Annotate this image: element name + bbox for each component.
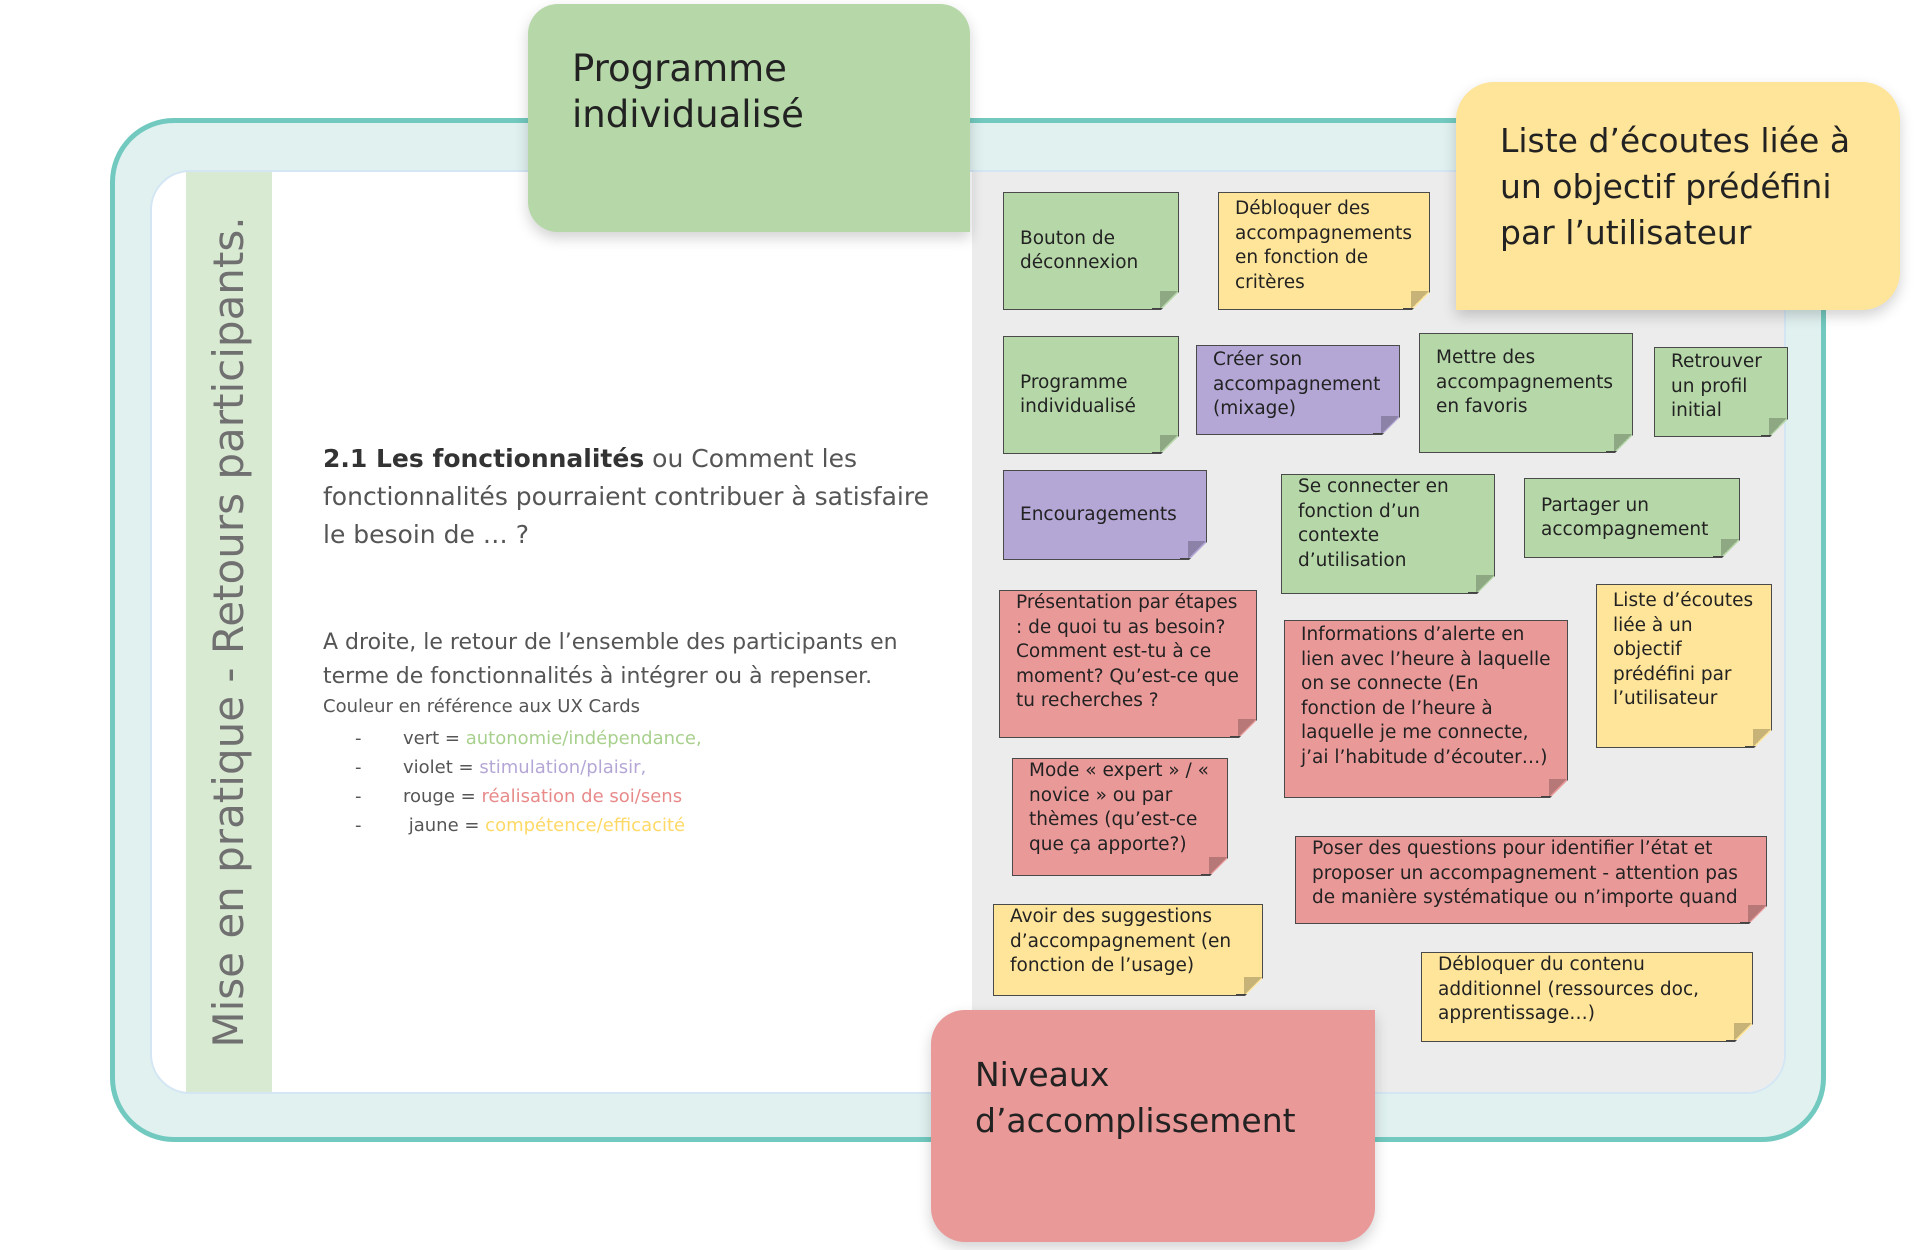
sticky-note-text: Retrouver un profil initial [1671,351,1762,421]
sticky-note: Encouragements [1003,470,1207,560]
vertical-band [186,172,272,1092]
legend-dash: - [355,728,362,749]
sticky-note-text: Programme individualisé [1020,371,1136,417]
question-rest: ou Comment les fonctionnalités pourraien… [323,444,929,549]
sticky-note: Partager un accompagnement [1524,478,1740,558]
legend-label: jaune = [403,815,486,836]
legend-label: rouge = [403,786,482,807]
legend-title: Couleur en référence aux UX Cards [323,696,640,717]
sticky-note: Créer son accompagnement (mixage) [1196,345,1400,435]
sticky-note: Bouton de déconnexion [1003,192,1179,310]
callout-liste-ecoutes: Liste d’écoutes liée à un objectif prédé… [1456,82,1900,310]
sticky-note: Avoir des suggestions d’accompagnement (… [993,904,1263,996]
sticky-note: Mode « expert » / « novice » ou par thèm… [1012,758,1228,876]
legend-meaning: compétence/efficacité [485,815,686,836]
sticky-note: Programme individualisé [1003,336,1179,454]
sticky-note-text: Débloquer des accompagnements en fonctio… [1235,198,1412,293]
sticky-note-text: Bouton de déconnexion [1020,227,1139,273]
sticky-note: Débloquer du contenu additionnel (ressou… [1421,952,1753,1042]
sticky-note-text: Avoir des suggestions d’accompagnement (… [1010,906,1232,976]
sticky-note-text: Informations d’alerte en lien avec l’heu… [1301,624,1551,768]
legend-meaning: autonomie/indépendance, [465,728,702,749]
vertical-title: Mise en pratique - Retours participants. [204,216,253,1048]
sticky-note: Retrouver un profil initial [1654,347,1788,437]
legend-dash: - [355,757,362,778]
legend-label: vert = [403,728,466,749]
sticky-note: Présentation par étapes : de quoi tu as … [999,590,1257,738]
color-legend: - vert = autonomie/indépendance, - violet … [355,724,702,840]
sticky-note: Se connecter en fonction d’un contexte d… [1281,474,1495,594]
sticky-note-text: Débloquer du contenu additionnel (ressou… [1438,954,1700,1024]
sticky-note-text: Créer son accompagnement (mixage) [1213,349,1381,419]
question-bold: 2.1 Les fonctionnalités [323,444,645,473]
question-text: 2.1 Les fonctionnalités ou Comment les f… [323,440,943,554]
legend-label: violet = [403,757,480,778]
sticky-note-text: Liste d’écoutes liée à un objectif prédé… [1613,590,1754,709]
callout-niveaux-accomplissement: Niveaux d’accomplissement [931,1010,1375,1242]
sticky-note-text: Mettre des accompagnements en favoris [1436,347,1613,417]
legend-row-violet: - violet = stimulation/plaisir, [355,753,702,782]
sticky-note: Poser des questions pour identifier l’ét… [1295,836,1767,924]
sticky-note-text: Encouragements [1020,503,1177,525]
callout-programme-individualise: Programme individualisé [528,4,970,232]
sticky-note: Débloquer des accompagnements en fonctio… [1218,192,1430,310]
legend-row-jaune: - jaune = compétence/efficacité [355,811,702,840]
legend-meaning: réalisation de soi/sens [481,786,683,807]
sticky-note: Liste d’écoutes liée à un objectif prédé… [1596,584,1772,748]
legend-dash: - [355,815,362,836]
sticky-note-text: Poser des questions pour identifier l’ét… [1312,838,1738,908]
sticky-note-text: Se connecter en fonction d’un contexte d… [1298,476,1449,571]
legend-row-rouge: - rouge = réalisation de soi/sens [355,782,702,811]
legend-row-vert: - vert = autonomie/indépendance, [355,724,702,753]
sticky-note-text: Partager un accompagnement [1541,494,1709,540]
sticky-note-text: Mode « expert » / « novice » ou par thèm… [1029,760,1209,855]
sticky-note: Mettre des accompagnements en favoris [1419,333,1633,453]
sticky-note-text: Présentation par étapes : de quoi tu as … [1016,592,1239,711]
sticky-note: Informations d’alerte en lien avec l’heu… [1284,620,1568,798]
legend-meaning: stimulation/plaisir, [479,757,647,778]
intro-text: A droite, le retour de l’ensemble des pa… [323,630,898,689]
legend-dash: - [355,786,362,807]
